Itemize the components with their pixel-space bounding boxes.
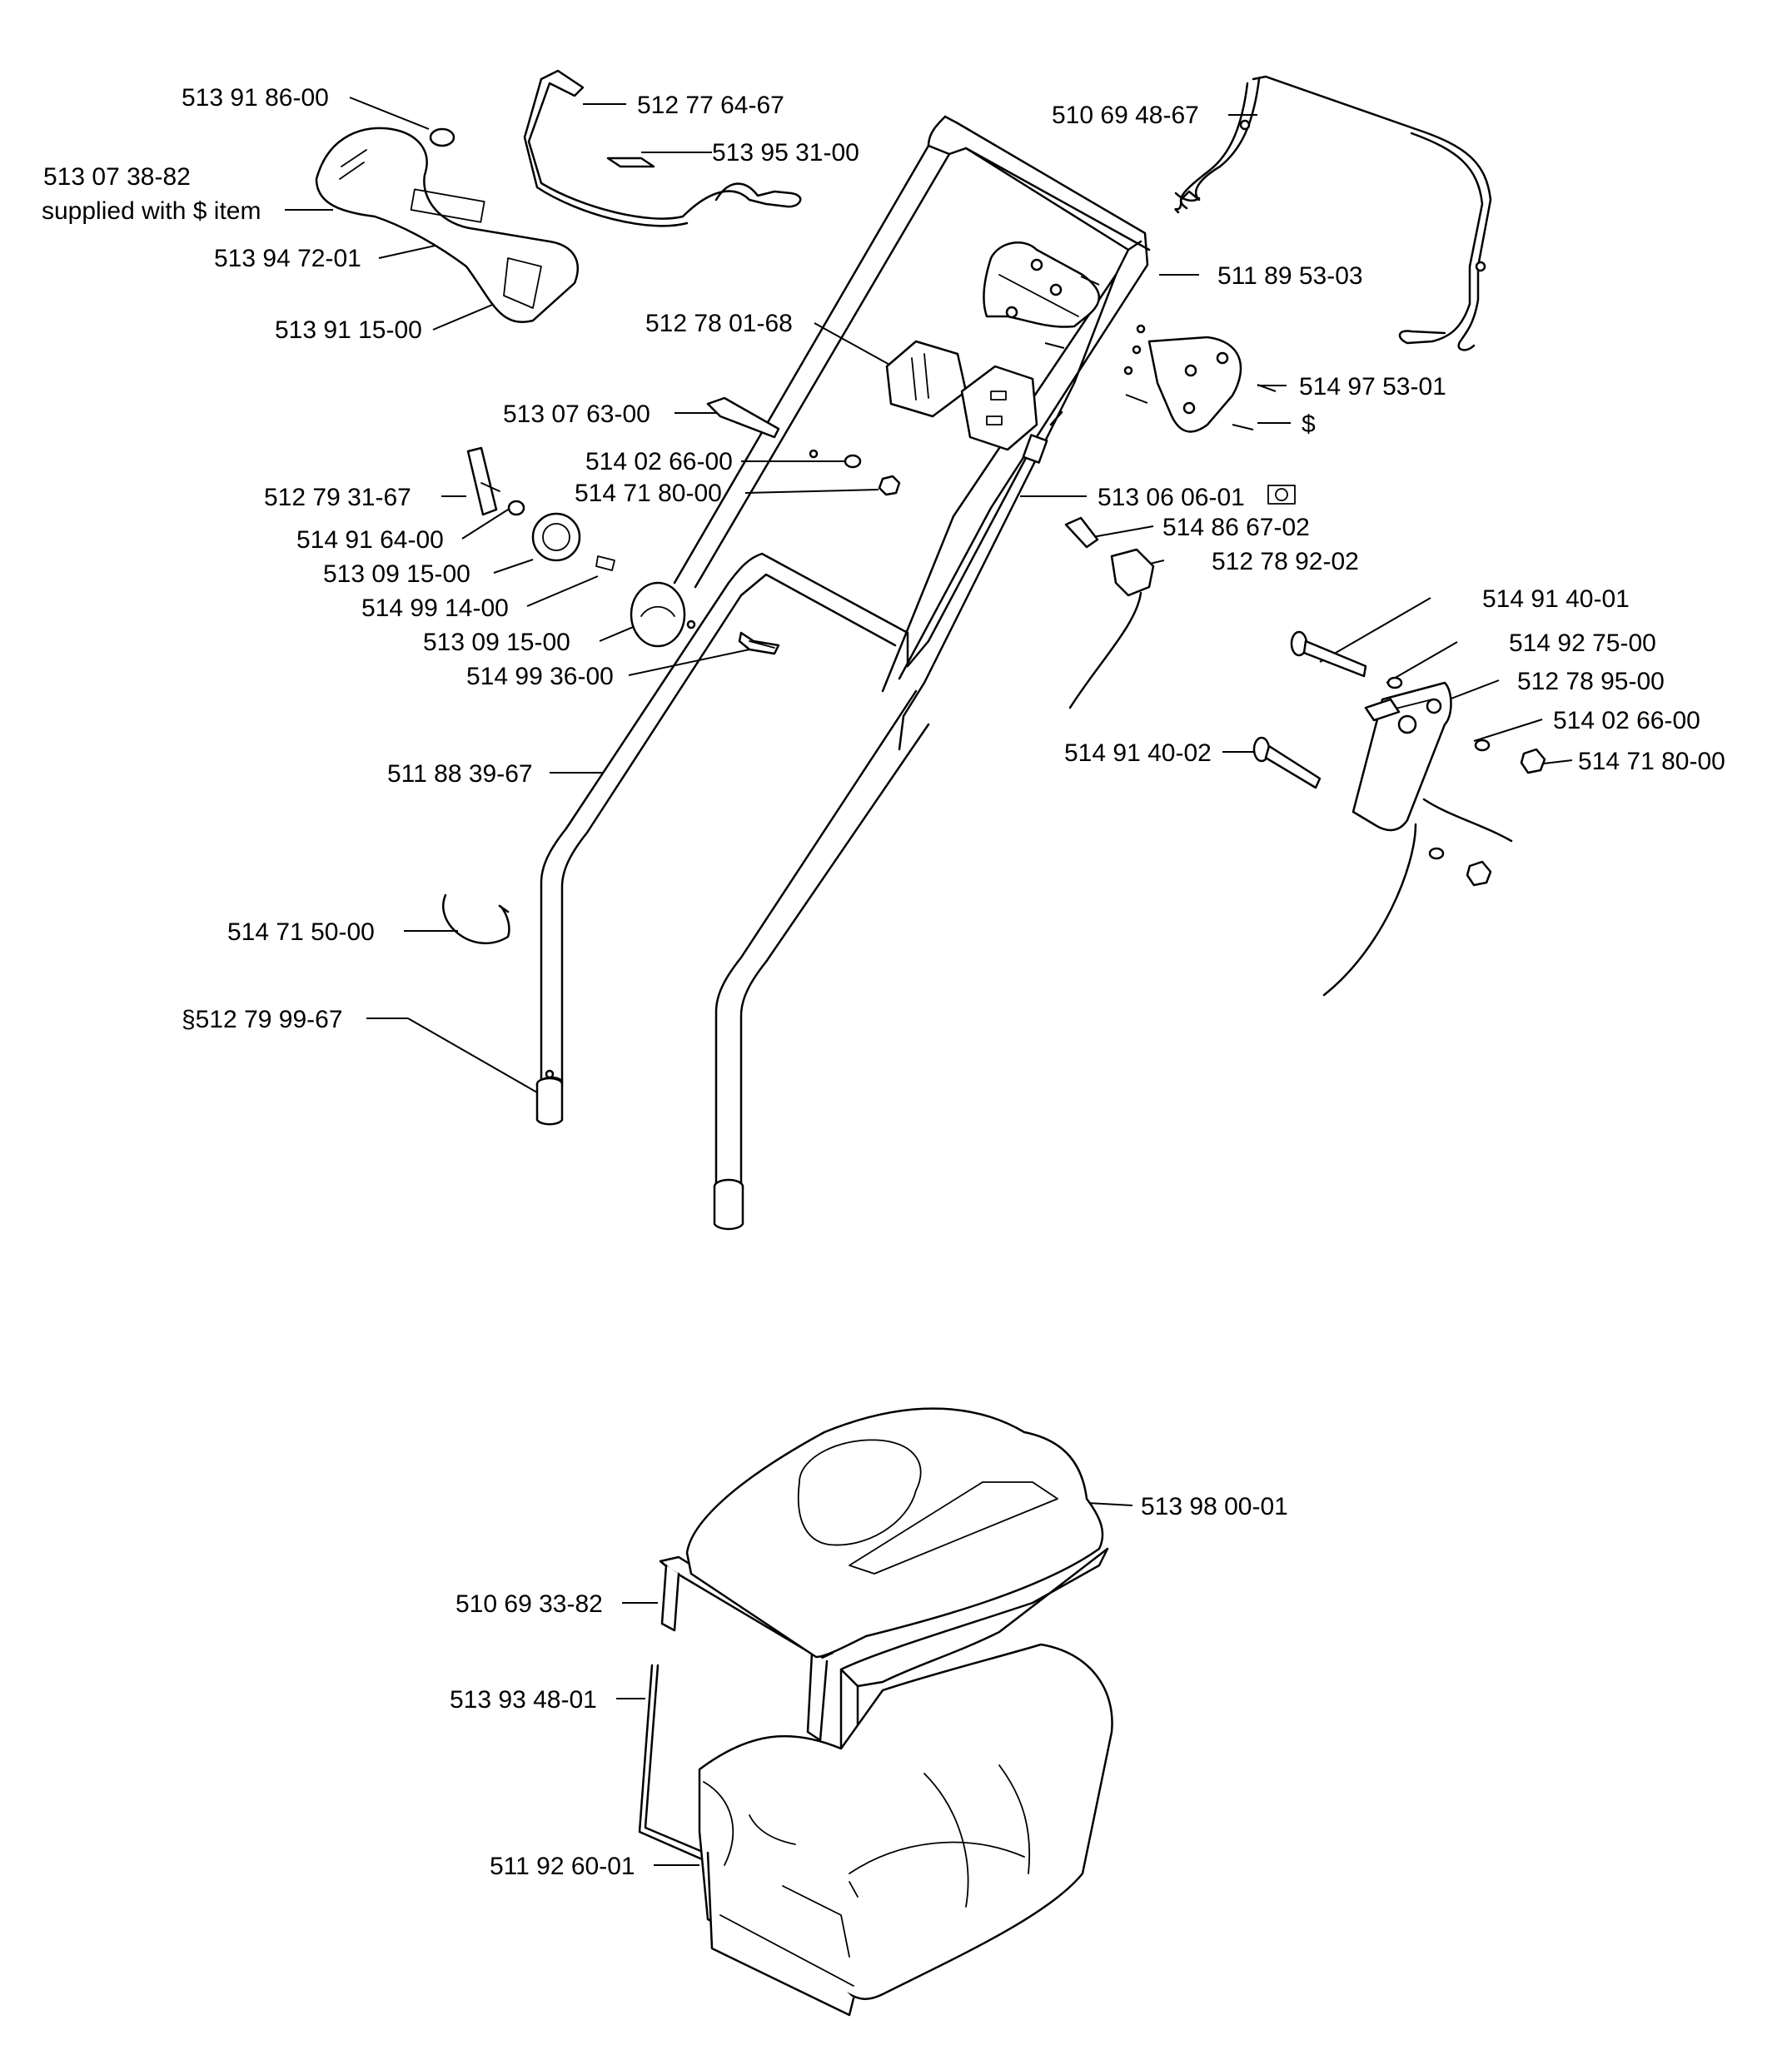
decal-strip: [606, 157, 655, 168]
label-dollar: $: [1302, 410, 1316, 438]
grass-bag: [698, 1643, 1113, 2017]
label-512-77-64-67: 512 77 64-67: [637, 92, 784, 119]
label-512-78-95-00: 512 78 95-00: [1517, 668, 1665, 695]
handle-block-set: [885, 340, 1038, 451]
label-514-99-36-00: 514 99 36-00: [466, 663, 614, 690]
label-514-91-40-01: 514 91 40-01: [1482, 585, 1630, 613]
callout-labels: 513 91 86-00 513 07 38-82 supplied with …: [42, 84, 1725, 1880]
handle-cover-upper: [983, 241, 1101, 328]
label-511-88-39-67: 511 88 39-67: [387, 760, 533, 788]
label-513-91-15-00-grip: 513 91 15-00: [275, 316, 422, 344]
washers-nuts-right: [1386, 676, 1546, 887]
bail-wire-small: [523, 69, 802, 227]
screws: [1044, 276, 1277, 430]
lower-handle: [539, 552, 930, 1206]
label-513-95-31-00: 513 95 31-00: [712, 139, 859, 167]
bolt-lower: [1252, 736, 1322, 789]
sleeve-right: [713, 1178, 744, 1231]
label-514-91-64-00: 514 91 64-00: [296, 526, 444, 554]
label-512-79-99-67: §512 79 99-67: [182, 1006, 343, 1033]
bail-wire-large: [1174, 75, 1492, 351]
label-510-69-33-82: 510 69 33-82: [455, 1590, 603, 1618]
handle-cover-right: [1147, 336, 1242, 433]
label-supplied-with: supplied with $ item: [42, 197, 261, 225]
label-512-78-01-68: 512 78 01-68: [645, 310, 793, 337]
washer-nut-center: [844, 454, 901, 496]
label-514-71-50-00: 514 71 50-00: [227, 918, 375, 946]
cable-clip-icon: [1267, 485, 1296, 505]
label-513-09-15-00-a: 513 09 15-00: [323, 560, 470, 588]
handle-end-grip: [315, 127, 579, 323]
label-514-92-75-00: 514 92 75-00: [1509, 629, 1656, 657]
cable-tie: [442, 893, 510, 945]
label-514-02-66-00-center: 514 02 66-00: [585, 448, 733, 475]
label-514-99-14-00: 514 99 14-00: [361, 595, 509, 622]
label-513-06-06-01: 513 06 06-01: [1098, 484, 1245, 511]
label-513-98-00-01: 513 98 00-01: [1141, 1493, 1288, 1520]
carriage-bolt: [738, 631, 780, 655]
label-513-07-38-82: 513 07 38-82: [43, 163, 191, 191]
label-513-07-63-00: 513 07 63-00: [503, 401, 650, 428]
label-513-91-86-00: 513 91 86-00: [182, 84, 329, 112]
label-510-69-48-67: 510 69 48-67: [1052, 102, 1199, 129]
label-514-02-66-00-right: 514 02 66-00: [1553, 707, 1700, 734]
control-cable: [906, 410, 1063, 668]
bolt: [706, 396, 780, 439]
label-513-93-48-01: 513 93 48-01: [450, 1686, 597, 1714]
switch-box: [1322, 681, 1513, 997]
switch-pin: [1064, 516, 1099, 549]
label-512-79-31-67: 512 79 31-67: [264, 484, 411, 511]
bolt-upper: [1290, 630, 1367, 678]
label-514-71-80-00-right: 514 71 80-00: [1578, 748, 1725, 775]
label-514-86-67-02: 514 86 67-02: [1162, 514, 1310, 541]
label-514-71-80-00-center: 514 71 80-00: [575, 480, 722, 507]
label-513-94-72-01: 513 94 72-01: [214, 245, 361, 272]
switch-block: [1068, 548, 1155, 709]
label-513-09-15-00-b: 513 09 15-00: [423, 629, 570, 656]
wing-knob: [466, 446, 686, 648]
sleeve-left: [535, 1077, 564, 1126]
label-511-89-53-03: 511 89 53-03: [1217, 262, 1363, 290]
label-511-92-60-01: 511 92 60-01: [490, 1853, 635, 1880]
upper-handle: [673, 115, 1151, 751]
label-514-97-53-01: 514 97 53-01: [1299, 373, 1446, 401]
label-514-91-40-02: 514 91 40-02: [1064, 739, 1212, 767]
label-512-78-92-02: 512 78 92-02: [1212, 548, 1359, 575]
